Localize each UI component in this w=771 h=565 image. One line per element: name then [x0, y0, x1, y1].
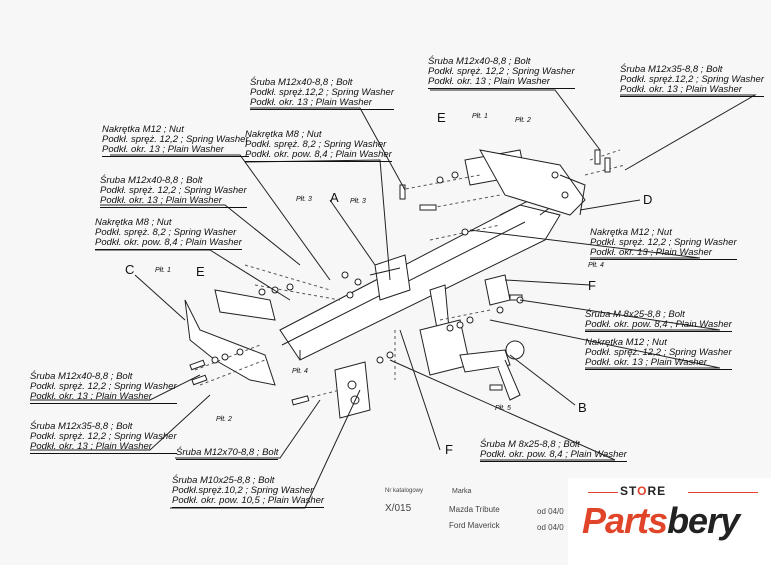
plate-tag: Płt. 4	[588, 262, 604, 269]
part-letter-e-left: E	[196, 264, 205, 279]
plate-tag: Płt. 2	[515, 117, 531, 124]
table-date: od 04/0	[537, 523, 564, 532]
table-header-catalog: Nr katalogowy	[385, 488, 424, 494]
plate-tag: Płt. 1	[155, 267, 171, 274]
part-letter-c: C	[125, 262, 135, 277]
plate-tag: Płt. 4	[292, 368, 308, 375]
table-header-brand: Marka	[452, 488, 472, 495]
part-letter-f-right: F	[588, 278, 596, 293]
part-letter-e-top: E	[437, 110, 446, 125]
part-letter-f-bottom: F	[445, 442, 453, 457]
plate-tag: Płt. 3	[296, 196, 312, 203]
table-date: od 04/0	[537, 507, 564, 516]
part-letter-b: B	[578, 400, 587, 415]
label-bolt-m12x70: Śruba M12x70-8,8 ; Bolt	[176, 447, 279, 460]
part-letter-a: A	[330, 190, 339, 205]
plate-tag: Płt. 1	[472, 113, 488, 120]
plate-tag: Płt. 5	[495, 405, 511, 412]
logo-rule-right	[688, 492, 758, 493]
logo-store-text: STORE	[620, 484, 667, 498]
plate-tag: Płt. 2	[216, 416, 232, 423]
table-model: Ford Maverick	[449, 521, 500, 530]
table-model: Mazda Tribute	[449, 505, 500, 514]
partsbery-logo: STORE Partsbery	[568, 478, 771, 565]
table-code: X/015	[385, 503, 412, 514]
plate-tag: Płt. 3	[350, 198, 366, 205]
logo-name: Partsbery	[582, 500, 740, 541]
logo-rule-left	[588, 492, 618, 493]
part-letter-d: D	[643, 192, 653, 207]
